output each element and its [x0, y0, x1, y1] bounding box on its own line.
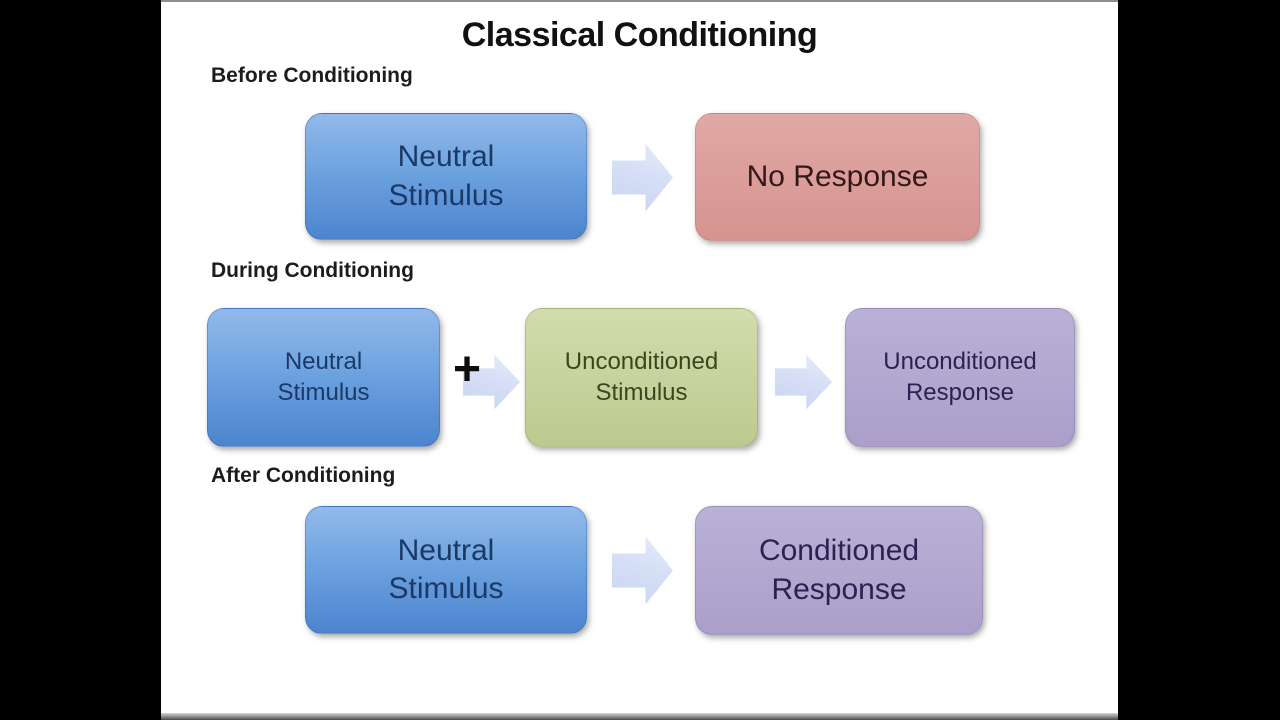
arrow-right-icon: [612, 536, 673, 605]
frame-bottom-divider: [161, 713, 1118, 720]
box-unconditioned-response: Unconditioned Response: [845, 308, 1075, 447]
box-label: Conditioned Response: [758, 534, 920, 606]
slide-canvas: Classical Conditioning Before Conditioni…: [161, 2, 1118, 713]
plus-sign: +: [453, 343, 482, 396]
box-label: Unconditioned Response: [883, 347, 1037, 406]
arrow-right-icon: [775, 354, 832, 410]
page-title: Classical Conditioning: [461, 16, 818, 54]
box-label: Neutral Stimulus: [388, 533, 504, 605]
box-label: No Response: [746, 159, 929, 193]
section-label-before-conditioning: Before Conditioning: [211, 64, 413, 87]
section-label-during-conditioning: During Conditioning: [211, 259, 414, 282]
box-neutral-stimulus-before: Neutral Stimulus: [305, 113, 587, 240]
box-neutral-stimulus-after: Neutral Stimulus: [305, 506, 587, 634]
box-conditioned-response: Conditioned Response: [695, 506, 983, 635]
box-unconditioned-stimulus: Unconditioned Stimulus: [525, 308, 758, 447]
section-label-after-conditioning: After Conditioning: [211, 464, 396, 487]
box-label: Neutral Stimulus: [277, 347, 370, 406]
arrow-right-icon: [612, 143, 673, 212]
frame-top-divider: [161, 0, 1118, 2]
box-no-response: No Response: [695, 113, 980, 241]
box-neutral-stimulus-during: Neutral Stimulus: [207, 308, 440, 447]
box-label: Neutral Stimulus: [388, 140, 504, 212]
box-label: Unconditioned Stimulus: [564, 347, 719, 406]
